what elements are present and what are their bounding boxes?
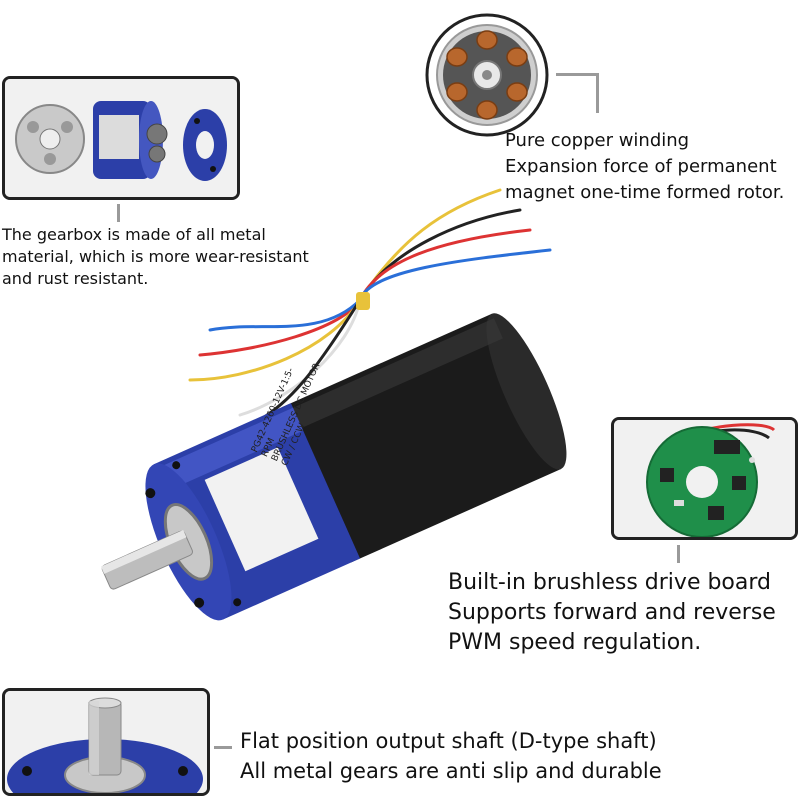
stator-leader-h (556, 73, 598, 76)
caption-line: magnet one-time formed rotor. (505, 182, 785, 203)
caption-line: The gearbox is made of all metal (2, 225, 266, 244)
shaft-inset (2, 688, 210, 796)
caption-line: Flat position output shaft (D-type shaft… (240, 729, 657, 753)
gearbox-housing (100, 403, 361, 621)
caption-line: Expansion force of permanent (505, 156, 777, 177)
caption-line: PWM speed regulation. (448, 630, 702, 655)
shaft-leader (214, 746, 232, 749)
blue-housing (93, 101, 168, 179)
blue-flange (183, 109, 227, 181)
motor-illustration (60, 180, 620, 660)
drive-board-inset (611, 417, 798, 540)
stator-inset (424, 12, 550, 138)
caption-line: material, which is more wear-resistant (2, 247, 309, 266)
caption-line: All metal gears are anti slip and durabl… (240, 759, 662, 783)
motor-body (281, 313, 567, 563)
caption-line: Built-in brushless drive board (448, 570, 771, 595)
stator-leader-v (596, 73, 599, 113)
drive-board-caption: Built-in brushless drive board Supports … (448, 568, 776, 658)
caption-line: Supports forward and reverse (448, 600, 776, 625)
gear-plate (15, 104, 85, 174)
drive-board-leader (677, 545, 680, 563)
gearbox-inset (2, 76, 240, 200)
copper-winding-caption: Pure copper winding Expansion force of p… (505, 128, 784, 206)
gearbox-leader (117, 204, 120, 222)
lead-wires (188, 188, 552, 422)
caption-line: Pure copper winding (505, 130, 690, 151)
caption-line: and rust resistant. (2, 269, 149, 288)
shaft-caption: Flat position output shaft (D-type shaft… (240, 726, 662, 786)
gearbox-caption: The gearbox is made of all metal materia… (2, 224, 309, 290)
